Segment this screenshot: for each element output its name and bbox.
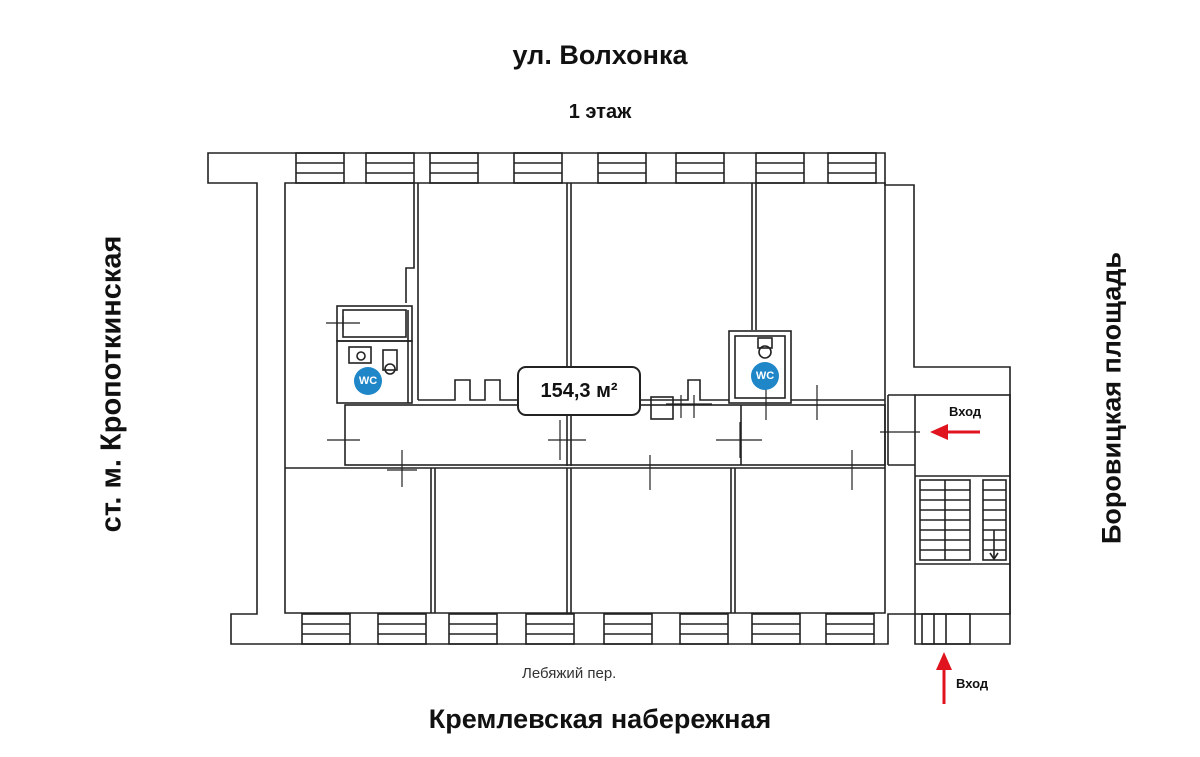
bottom-windows	[301, 613, 971, 645]
wc-icon: WC	[751, 362, 779, 390]
entrance-label-bottom: Вход	[956, 676, 989, 691]
right-wc-block	[728, 330, 792, 404]
door-markers	[326, 316, 920, 490]
entrance-arrows	[930, 424, 980, 704]
street-label-left: ст. м. Кропоткинская	[95, 235, 128, 533]
floor-label: 1 этаж	[568, 101, 632, 123]
top-windows	[295, 152, 877, 184]
street-label-top: ул. Волхонка	[512, 40, 688, 70]
street-label-right: Боровицкая площадь	[1096, 252, 1127, 544]
area-badge: 154,3 м²	[517, 366, 641, 416]
wc-icon: WC	[354, 367, 382, 395]
street-label-bottom: Кремлевская набережная	[428, 704, 772, 734]
lane-label-bottom: Лебяжий пер.	[522, 665, 617, 682]
entrance-label-right: Вход	[949, 404, 982, 419]
top-room-walls	[405, 183, 757, 466]
bottom-room-walls	[430, 468, 736, 613]
staircase	[887, 394, 1011, 615]
